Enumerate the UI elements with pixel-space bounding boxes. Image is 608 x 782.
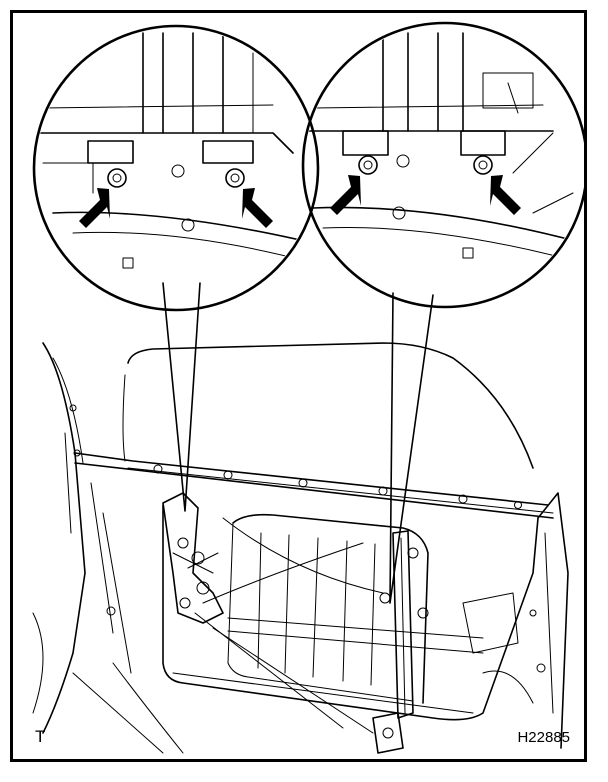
arrow-icon (79, 188, 110, 228)
arrow-icon (330, 175, 361, 215)
right-detail-callout (301, 21, 584, 604)
door-assembly (32, 342, 569, 754)
illustration-frame: T H22885 (10, 10, 587, 762)
figure-code: H22885 (517, 729, 570, 746)
belt-holes (153, 464, 522, 509)
left-detail-callout (32, 24, 320, 512)
corner-letter: T (35, 727, 46, 746)
arrow-icon (490, 175, 521, 215)
arrow-icon (242, 188, 273, 228)
window-regulator (162, 492, 429, 754)
door-regulator-drawing (32, 21, 584, 754)
